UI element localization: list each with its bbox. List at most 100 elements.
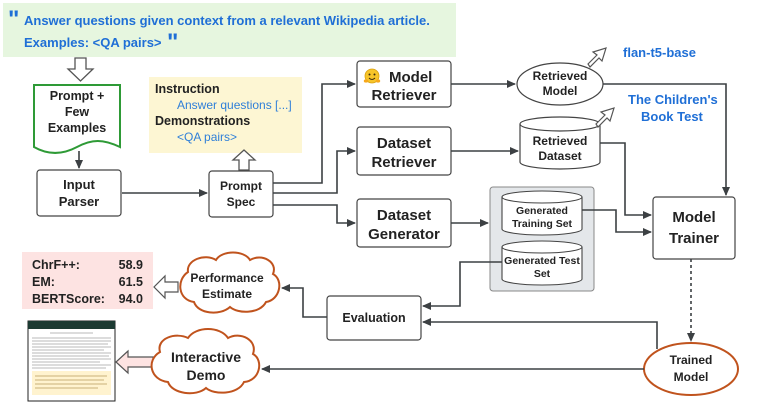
demonstrations-title: Demonstrations bbox=[155, 114, 250, 128]
hugging-face-emoji-icon bbox=[363, 68, 381, 84]
arrow-test-set-to-evaluation bbox=[422, 261, 502, 310]
metric-value: 58.9 bbox=[119, 258, 143, 272]
dataset-retriever-label-line2: Retriever bbox=[371, 154, 436, 171]
demo-label-line1: Interactive bbox=[171, 349, 241, 365]
model-retriever-label-line2: Retriever bbox=[371, 87, 436, 104]
model-trainer-node: Model Trainer bbox=[652, 196, 736, 260]
demo-thumbnail-header bbox=[28, 321, 115, 329]
retrieved-dataset-node: Retrieved Dataset bbox=[519, 116, 601, 170]
arrow-trained-model-to-evaluation bbox=[422, 318, 658, 349]
demo-screenshot-thumbnail bbox=[27, 320, 116, 402]
prompt-spec-callout: Instruction Answer questions [...] Demon… bbox=[149, 77, 302, 153]
demo-thumbnail-answer-lines bbox=[35, 375, 107, 389]
connectors bbox=[75, 80, 730, 373]
prompt-label-line2: Few bbox=[65, 105, 90, 119]
hollow-down-arrow-icon bbox=[66, 57, 95, 82]
test-set-cylinder-top bbox=[501, 240, 583, 254]
trained-model-label-line1: Trained bbox=[670, 353, 713, 367]
model-retriever-node: Model Retriever bbox=[356, 60, 452, 108]
model-trainer-label-line2: Trainer bbox=[669, 230, 719, 247]
evaluation-label: Evaluation bbox=[342, 311, 405, 325]
retrieved-model-label-line1: Retrieved bbox=[533, 69, 588, 83]
hollow-left-arrow-icon bbox=[115, 349, 154, 375]
demo-cloud-shape bbox=[150, 328, 261, 395]
metric-value: 94.0 bbox=[119, 292, 143, 306]
task-description-box: " Answer questions given context from a … bbox=[3, 3, 456, 57]
arrow-retrieved-dataset-to-trainer bbox=[600, 142, 652, 219]
retrieved-dataset-label-line2: Dataset bbox=[538, 149, 581, 163]
retrieved-model-node: Retrieved Model bbox=[516, 62, 604, 106]
dataset-retriever-node: Dataset Retriever bbox=[356, 126, 452, 176]
hollow-diagonal-arrow-icon bbox=[595, 107, 615, 128]
demo-thumbnail-highlight bbox=[32, 371, 111, 395]
metric-value: 61.5 bbox=[119, 275, 143, 289]
generated-training-set-node: Generated Training Set bbox=[501, 190, 583, 236]
test-set-label-line2: Set bbox=[534, 268, 551, 280]
metrics-bg bbox=[22, 252, 153, 309]
performance-cloud-shape bbox=[179, 251, 281, 314]
open-quote: " bbox=[8, 6, 19, 33]
task-examples-text: Examples: <QA pairs> bbox=[24, 35, 162, 50]
hollow-diagonal-arrow-icon bbox=[587, 47, 607, 68]
dataset-retriever-label-line1: Dataset bbox=[377, 135, 431, 152]
training-set-label-line2: Training Set bbox=[512, 218, 573, 230]
task-instruction-text: Answer questions given context from a re… bbox=[24, 13, 430, 28]
input-parser-box bbox=[36, 169, 122, 217]
generated-test-set-node: Generated Test Set bbox=[501, 240, 583, 286]
dataset-name-callout-line2: Book Test bbox=[641, 109, 704, 124]
interactive-demo-node: Interactive Demo bbox=[150, 328, 261, 395]
prompt-label-line3: Examples bbox=[48, 121, 106, 135]
metric-name: BERTScore: bbox=[32, 292, 105, 306]
test-set-label-line1: Generated Test bbox=[504, 255, 580, 267]
metrics-panel: ChrF++: 58.9 EM: 61.5 BERTScore: 94.0 bbox=[22, 252, 153, 309]
hollow-left-arrow-icon bbox=[153, 274, 179, 300]
performance-label-line1: Performance bbox=[190, 271, 264, 285]
trained-model-node: Trained Model bbox=[643, 342, 739, 396]
evaluation-node: Evaluation bbox=[326, 295, 422, 341]
generated-datasets-panel: Generated Training Set Generated Test Se… bbox=[489, 186, 595, 292]
training-set-cylinder-top bbox=[501, 190, 583, 204]
performance-label-line2: Estimate bbox=[202, 287, 252, 301]
input-parser-label-line2: Parser bbox=[59, 194, 99, 209]
arrow-spec-to-model-retriever bbox=[273, 80, 356, 184]
model-trainer-box bbox=[652, 196, 736, 260]
arrow-evaluation-to-performance bbox=[281, 284, 327, 318]
dataset-name-callout-line1: The Children's bbox=[628, 92, 718, 107]
prompt-label-line1: Prompt + bbox=[50, 89, 105, 103]
instruction-title: Instruction bbox=[155, 82, 220, 96]
prompt-examples-node: Prompt + Few Examples bbox=[33, 84, 121, 154]
test-set-cylinder-body bbox=[501, 247, 583, 286]
performance-estimate-node: Performance Estimate bbox=[179, 251, 281, 314]
close-quote: " bbox=[167, 29, 178, 56]
input-parser-node: Input Parser bbox=[36, 169, 122, 217]
demonstrations-text: <QA pairs> bbox=[177, 130, 237, 144]
hollow-up-arrow-icon bbox=[231, 149, 257, 171]
demo-thumbnail-text-lines bbox=[32, 332, 111, 369]
instruction-box-bg bbox=[149, 77, 302, 153]
trained-model-label-line2: Model bbox=[674, 370, 709, 384]
prompt-spec-label-line1: Prompt bbox=[220, 179, 262, 193]
model-name-callout: flan-t5-base bbox=[623, 45, 696, 60]
model-trainer-label-line1: Model bbox=[672, 209, 715, 226]
evaluation-box bbox=[326, 295, 422, 341]
prompt-document-shape bbox=[33, 84, 121, 154]
input-parser-label-line1: Input bbox=[63, 177, 95, 192]
retrieved-dataset-cylinder-body bbox=[519, 124, 601, 170]
arrow-spec-to-dataset-generator bbox=[273, 204, 356, 227]
arrow-training-set-to-trainer bbox=[582, 209, 652, 236]
training-set-cylinder-body bbox=[501, 197, 583, 236]
demo-label-line2: Demo bbox=[187, 367, 226, 383]
metric-name: EM: bbox=[32, 275, 55, 289]
arrow-spec-to-dataset-retriever bbox=[273, 147, 356, 194]
training-set-label-line1: Generated bbox=[516, 205, 568, 217]
metric-name: ChrF++: bbox=[32, 258, 80, 272]
prompt-spec-box bbox=[208, 170, 274, 218]
trained-model-ellipse bbox=[643, 342, 739, 396]
arrow-retrieved-model-to-trainer bbox=[603, 83, 730, 196]
dataset-generator-label-line1: Dataset bbox=[377, 207, 431, 224]
dataset-generator-node: Dataset Generator bbox=[356, 198, 452, 248]
dataset-generator-label-line2: Generator bbox=[368, 226, 440, 243]
task-description-bg bbox=[3, 3, 456, 57]
